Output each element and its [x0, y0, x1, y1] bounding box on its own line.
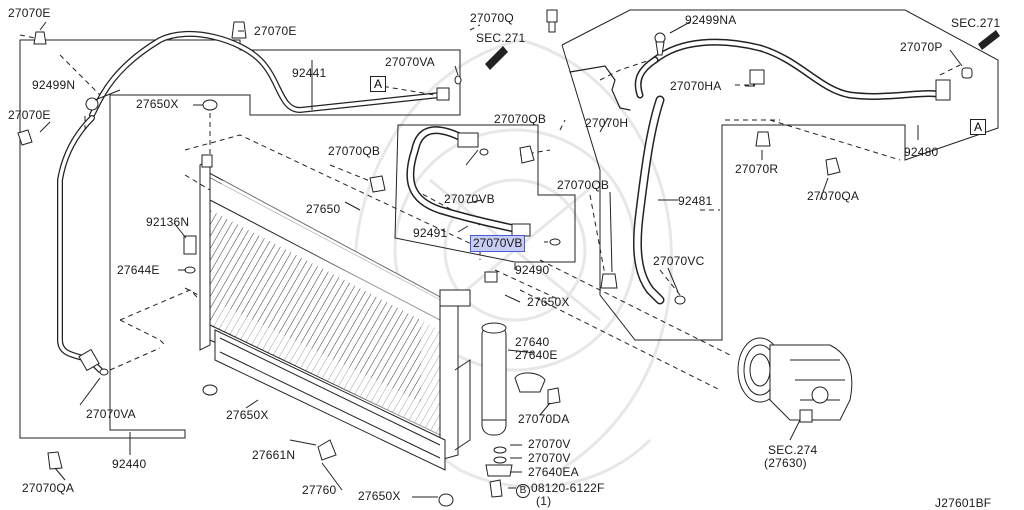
part-label-27640ea: 27640EA: [528, 465, 579, 479]
part-label-27760: 27760: [302, 483, 337, 497]
left-pipes: [57, 30, 450, 373]
part-label-27070qa-right: 27070QA: [807, 189, 860, 203]
part-label-27070da: 27070DA: [518, 412, 570, 426]
part-label-27650x-bottom: 27650X: [358, 489, 401, 503]
section-ref-sec274: SEC.274: [768, 443, 818, 457]
part-label-27640: 27640: [515, 335, 550, 349]
ref-box-a-left: A: [370, 76, 386, 92]
part-label-92441: 92441: [292, 66, 327, 80]
condenser: [199, 154, 471, 471]
diagram-id-code: J27601BF: [935, 496, 992, 510]
small-parts: [17, 9, 973, 507]
part-label-92491: 92491: [413, 226, 448, 240]
part-number-08120: 08120-6122F: [531, 481, 605, 495]
part-label-27070vc: 27070VC: [653, 254, 705, 268]
part-label-92481: 92481: [678, 194, 713, 208]
part-label-27070va-low: 27070VA: [86, 407, 136, 421]
part-label-92136n: 92136N: [146, 215, 190, 229]
section-ref-sec271-right: SEC.271: [951, 16, 1001, 30]
part-label-27650: 27650: [306, 202, 341, 216]
part-label-27070h: 27070H: [585, 116, 629, 130]
part-label-27644e: 27644E: [117, 263, 160, 277]
part-label-27070vb-1: 27070VB: [444, 192, 495, 206]
bolt-marker-b: B: [516, 484, 530, 498]
part-label-92499na: 92499NA: [685, 13, 737, 27]
part-label-27070q: 27070Q: [470, 11, 514, 25]
compressor: [737, 337, 853, 423]
hose-assembly-frame: [394, 124, 576, 263]
part-label-27070qb-2: 27070QB: [328, 144, 381, 158]
part-label-27070e-topleft: 27070E: [8, 6, 51, 20]
hose-92491: [406, 126, 531, 237]
part-label-27070qb-3: 27070QB: [557, 178, 610, 192]
leaders: [39, 21, 963, 498]
part-label-27070qb-1: 27070QB: [494, 112, 547, 126]
receiver-drier: [481, 322, 546, 436]
part-label-08120-qty: (1): [536, 494, 552, 508]
part-label-27070e-top: 27070E: [254, 24, 297, 38]
part-label-92480: 92480: [904, 145, 939, 159]
part-label-92440: 92440: [112, 457, 147, 471]
part-label-27650x-low: 27650X: [226, 408, 269, 422]
left-pipe-frame: [19, 39, 461, 439]
part-label-27650x-mid: 27650X: [527, 295, 570, 309]
part-label-92499n: 92499N: [32, 78, 76, 92]
section-ref-sec274-sub: (27630): [764, 456, 807, 470]
part-label-27650x-top: 27650X: [136, 97, 179, 111]
condenser-dashes: [19, 24, 961, 391]
right-pipes: [569, 38, 951, 305]
part-label-27070vb-2-highlighted[interactable]: 27070VB: [470, 235, 526, 252]
part-label-92490: 92490: [515, 263, 550, 277]
arrows: [485, 30, 1000, 70]
part-label-27070va-top: 27070VA: [385, 55, 435, 69]
part-label-27070r: 27070R: [735, 162, 779, 176]
part-label-27070e-left: 27070E: [8, 108, 51, 122]
part-label-27070ha: 27070HA: [670, 79, 722, 93]
part-label-27070v-2: 27070V: [528, 451, 571, 465]
part-label-27070p: 27070P: [900, 40, 943, 54]
part-label-27070qa-left: 27070QA: [22, 481, 75, 495]
right-pipe-frame: [561, 9, 999, 341]
part-label-27070v-1: 27070V: [528, 437, 571, 451]
part-label-27640e: 27640E: [515, 348, 558, 362]
section-ref-sec271-left: SEC.271: [476, 31, 526, 45]
ref-box-a-right: A: [970, 119, 986, 135]
part-label-27661n: 27661N: [252, 448, 296, 462]
